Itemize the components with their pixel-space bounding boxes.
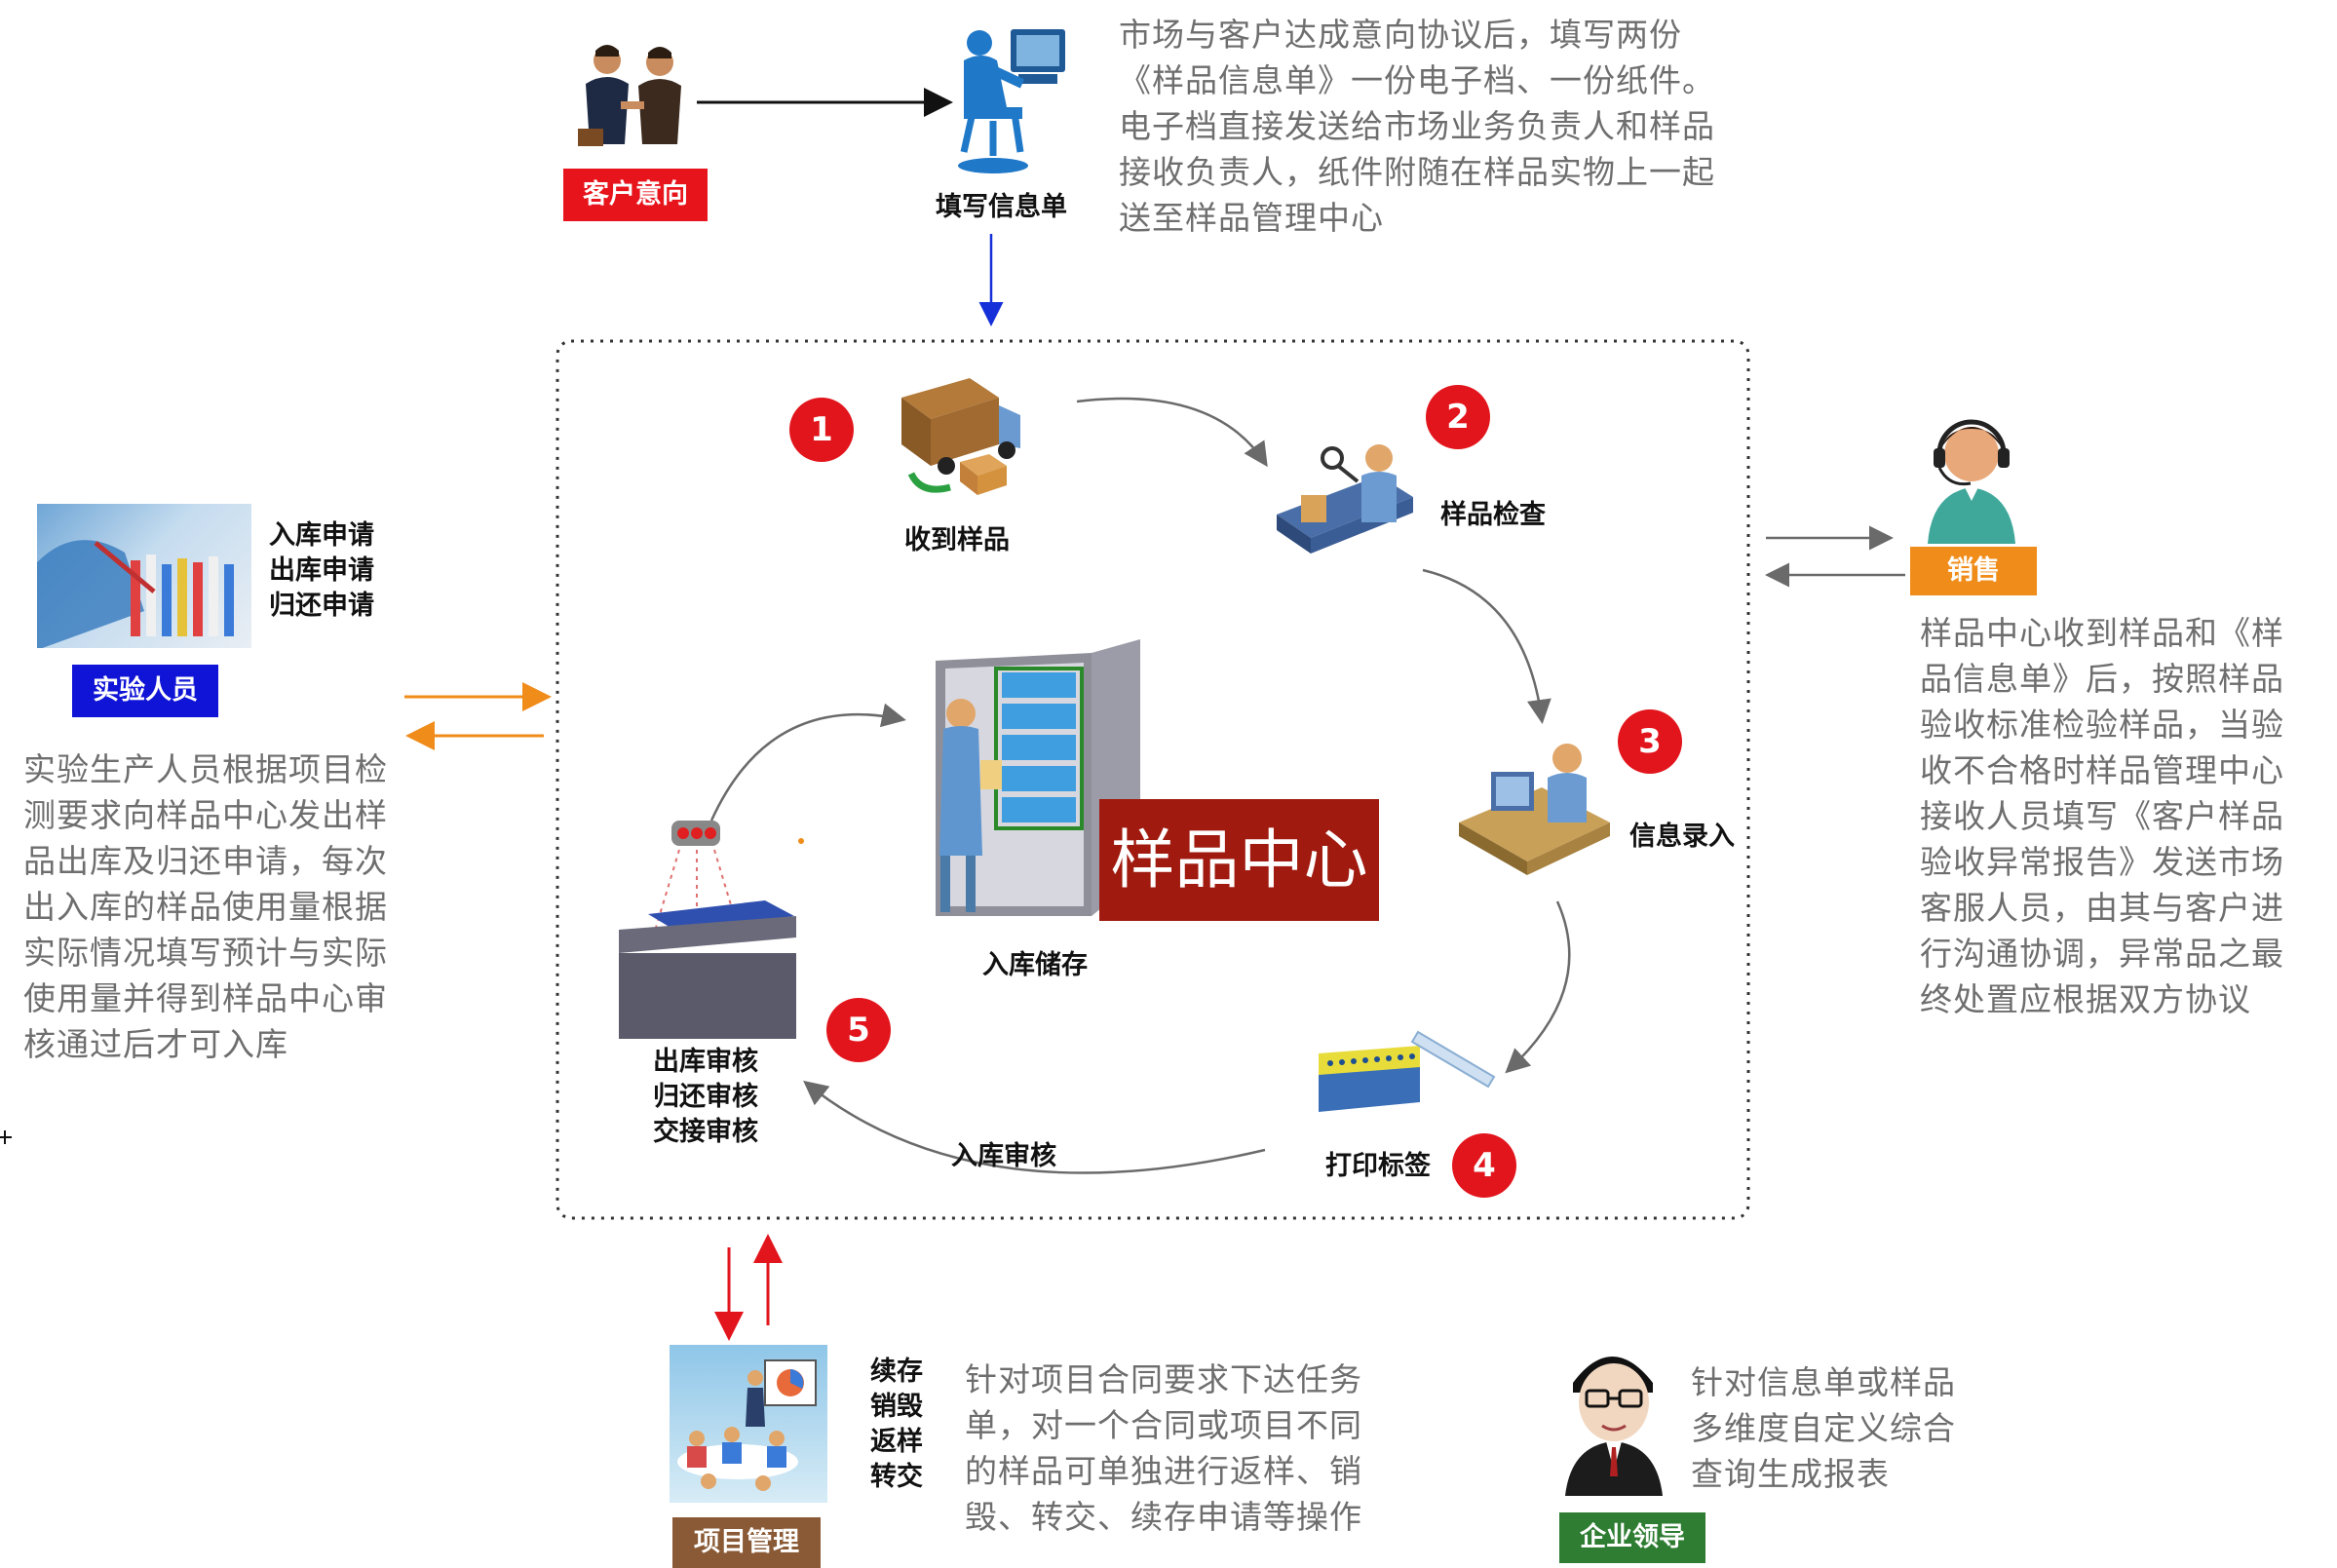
- scanner-device-icon: [619, 817, 804, 1043]
- handover-review-label: 交接审核: [653, 1117, 758, 1147]
- lab-request-list: 入库申请 出库申请 归还申请: [269, 518, 374, 624]
- arrow-step5-to-storage: [709, 703, 906, 822]
- lab-photo-icon: [37, 504, 251, 648]
- return-review-label: 归还审核: [653, 1082, 758, 1112]
- dot-mark: [798, 838, 804, 844]
- label-tray-icon: [1311, 1018, 1498, 1118]
- step-5-badge: 5: [826, 998, 891, 1062]
- step-4-label: 打印标签: [1325, 1151, 1431, 1181]
- lab-request-return: 归还申请: [269, 591, 374, 621]
- enterprise-leader-tag: 企业领导: [1559, 1512, 1705, 1563]
- action-transfer: 转交: [870, 1462, 923, 1492]
- sample-center-frame: [556, 339, 1750, 1220]
- form-filler-icon: [950, 19, 1072, 180]
- customer-handshake-icon: [570, 39, 697, 154]
- action-extend: 续存: [870, 1357, 923, 1387]
- outbound-review-label: 出库审核: [653, 1047, 758, 1077]
- arrow-step3-to-step4: [1505, 900, 1571, 1074]
- fill-form-label: 填写信息单: [936, 192, 1067, 222]
- project-management-tag: 项目管理: [672, 1517, 821, 1568]
- step-1-badge: 1: [789, 398, 854, 462]
- arrow-step1-to-step2: [1076, 397, 1268, 468]
- arrow-step4-to-step5: [803, 1080, 1266, 1174]
- action-destroy: 销毁: [870, 1392, 923, 1422]
- step-4-badge: 4: [1452, 1133, 1516, 1198]
- step-5-labels: 出库审核 归还审核 交接审核: [653, 1045, 758, 1150]
- step-2-label: 样品检查: [1440, 500, 1546, 530]
- meeting-photo-icon: [670, 1345, 827, 1503]
- lab-staff-tag: 实验人员: [72, 665, 218, 717]
- sales-headset-icon: [1918, 407, 2025, 544]
- inbound-review-label: 入库审核: [951, 1141, 1056, 1171]
- sample-center-title: 样品中心: [1099, 799, 1379, 921]
- leader-portrait-icon: [1559, 1340, 1668, 1496]
- left-description: 实验生产人员根据项目检 测要求向样品中心发出样 品出库及归还申请，每次 出入库的…: [23, 750, 388, 1063]
- bottom-left-description: 针对项目合同要求下达任务 单，对一个合同或项目不同 的样品可单独进行返样、销 毁…: [965, 1360, 1362, 1536]
- inspection-icon: [1272, 437, 1418, 575]
- top-description: 市场与客户达成意向协议后，填写两份 《样品信息单》一份电子档、一份纸件。 电子档…: [1119, 16, 1715, 237]
- step-3-badge: 3: [1618, 709, 1682, 774]
- right-description: 样品中心收到样品和《样 品信息单》后，按照样品 验收标准检验样品，当验 收不合格…: [1920, 614, 2284, 1018]
- bottom-right-description: 针对信息单或样品 多维度自定义综合 查询生成报表: [1691, 1363, 1956, 1493]
- delivery-truck-icon: [892, 368, 1033, 500]
- arrow-step2-to-step3: [1422, 568, 1552, 724]
- customer-intent-tag: 客户意向: [563, 169, 708, 221]
- step-1-label: 收到样品: [904, 525, 1010, 555]
- data-entry-icon: [1454, 733, 1615, 877]
- action-return: 返样: [870, 1427, 923, 1457]
- sales-tag: 销售: [1910, 547, 2037, 595]
- cross-mark: [0, 1130, 12, 1144]
- lab-request-inbound: 入库申请: [269, 520, 374, 551]
- storage-label: 入库储存: [982, 950, 1088, 980]
- step-3-label: 信息录入: [1629, 822, 1735, 852]
- storage-cabinet-icon: [916, 633, 1150, 921]
- project-actions-list: 续存 销毁 返样 转交: [870, 1355, 923, 1495]
- step-2-badge: 2: [1426, 385, 1490, 449]
- lab-request-outbound: 出库申请: [269, 555, 374, 586]
